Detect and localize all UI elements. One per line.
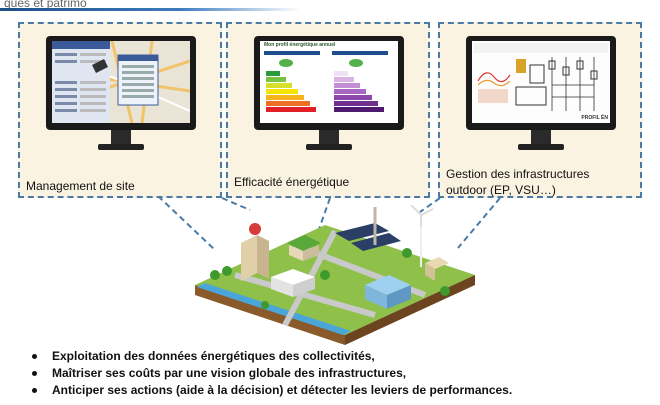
map-software-screen xyxy=(52,41,190,123)
energy-screen-heading: Mon profil énergétique annuel xyxy=(264,42,336,48)
list-item: Exploitation des données énergétiques de… xyxy=(30,348,512,365)
panel-label-site-management: Management de site xyxy=(26,179,135,193)
schematic-corner-text: PROFIL ÉN xyxy=(581,115,608,121)
city-illustration xyxy=(175,204,485,345)
panel-outdoor-infrastructure[interactable]: PROFIL ÉN Gestion des infrastructures ou… xyxy=(438,22,642,198)
panel-label-outdoor-infrastructure: Gestion des infrastructures outdoor (EP,… xyxy=(446,167,590,197)
list-item: Maîtriser ses coûts par une vision globa… xyxy=(30,365,512,382)
energy-label-software-screen: Mon profil énergétique annuel xyxy=(260,41,398,123)
panel-energy-efficiency[interactable]: Mon profil énergétique annuel xyxy=(226,22,430,198)
header-title: ques et patrimo xyxy=(4,0,87,10)
header-bar: ques et patrimo xyxy=(0,0,300,12)
list-item: Anticiper ses actions (aide à la décisio… xyxy=(30,382,512,399)
benefits-list: Exploitation des données énergétiques de… xyxy=(30,348,512,399)
header-underline xyxy=(0,8,300,11)
panel-label-energy-efficiency: Efficacité énergétique xyxy=(234,175,350,189)
panel-site-management[interactable]: Management de site xyxy=(18,22,222,198)
schematic-software-screen: PROFIL ÉN xyxy=(472,41,610,123)
